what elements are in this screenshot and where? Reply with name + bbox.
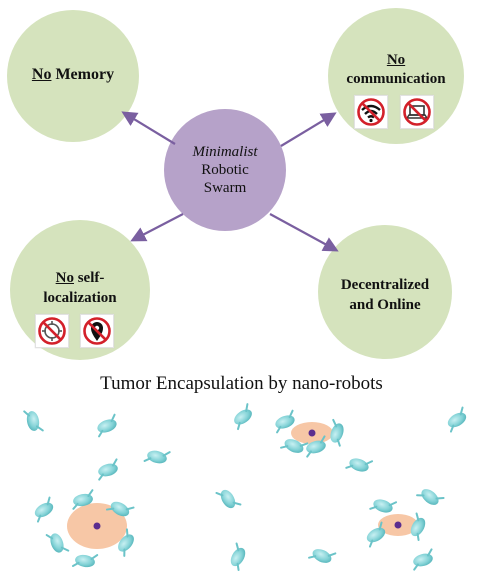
tumor-cell-left — [67, 503, 127, 549]
label-no-memory: No Memory — [8, 66, 138, 84]
label-and-online: and Online — [349, 297, 421, 313]
arrow-to-localization — [130, 213, 184, 242]
label-no: No — [386, 52, 406, 68]
label-decentralized: Decentralized — [340, 277, 430, 293]
no-location-pin-icon — [80, 314, 114, 348]
label-minimalist: Minimalist — [192, 144, 258, 160]
tumor-cell-top — [291, 422, 333, 444]
label-memory: Memory — [51, 66, 115, 83]
label-localization: localization — [43, 290, 117, 306]
node-minimalist-swarm — [164, 109, 286, 231]
label-no: No — [55, 270, 74, 286]
label-robotic: Robotic — [201, 162, 249, 178]
label-self: self- — [73, 270, 105, 286]
no-wifi-icon — [354, 95, 388, 129]
label-no-communication: No communication — [328, 51, 464, 89]
caption: Tumor Encapsulation by nano-robots — [100, 373, 383, 394]
label-no: No — [31, 66, 52, 83]
label-minimalist-swarm: Minimalist Robotic Swarm — [165, 143, 285, 197]
label-communication: communication — [346, 71, 446, 87]
node-no-memory — [7, 10, 139, 142]
no-gps-icon — [35, 314, 69, 348]
label-swarm: Swarm — [203, 180, 247, 196]
arrow-to-communication — [280, 112, 337, 147]
arrow-to-decentralized — [269, 213, 339, 252]
arrow-to-memory — [121, 111, 176, 145]
tumor-cell-right — [378, 514, 418, 536]
label-no-self-localization: No self- localization — [10, 268, 150, 308]
node-decentralized-online — [318, 225, 452, 359]
label-decentralized-online: Decentralized and Online — [318, 275, 452, 315]
no-laptop-icon — [400, 95, 434, 129]
